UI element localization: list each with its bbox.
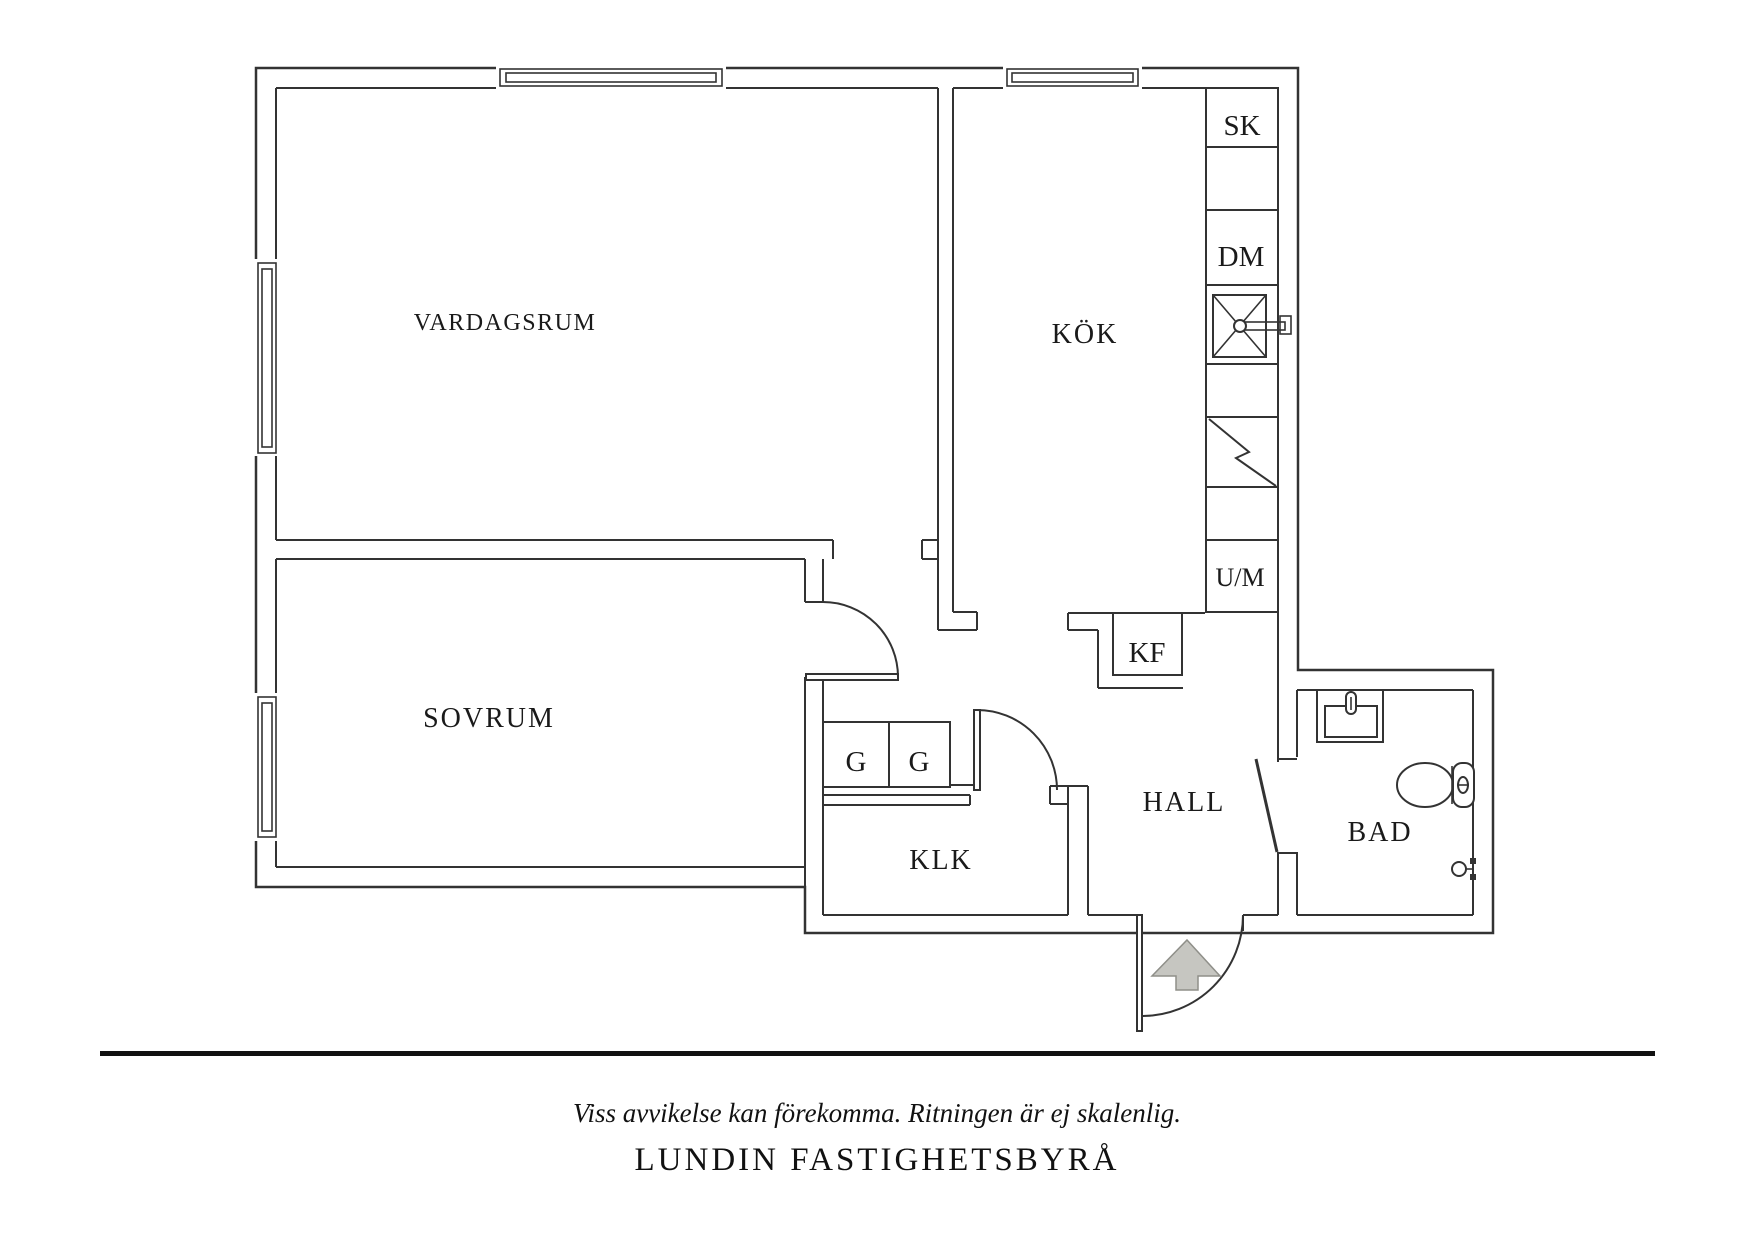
klk-door-leaf — [973, 709, 981, 791]
footer-disclaimer-text: Viss avvikelse kan förekomma. Ritningen … — [573, 1098, 1181, 1128]
bad-door-leaf — [1254, 758, 1279, 853]
room-label-sovrum: SOVRUM — [423, 703, 555, 734]
unit-label-g1: G — [846, 746, 867, 778]
fridge-freezer-box — [1112, 612, 1183, 676]
wardrobe-cabinets — [822, 721, 975, 788]
stove-icon — [1208, 418, 1277, 487]
room-labels: VARDAGSRUM KÖK SOVRUM KLK HALL BAD — [414, 310, 1412, 876]
room-label-hall: HALL — [1143, 787, 1226, 818]
klk-door — [973, 709, 1058, 791]
window-vardagsrum-top — [496, 64, 726, 91]
sovrum-door — [805, 601, 899, 681]
sovrum-door-leaf — [805, 673, 899, 681]
entrance-door-arc — [1141, 914, 1244, 1017]
toilet-icon — [1396, 762, 1475, 808]
bad-door — [1254, 758, 1279, 853]
footer-brand-text: LUNDIN FASTIGHETSBYRÅ — [635, 1141, 1120, 1178]
unit-label-kf: KF — [1128, 637, 1165, 669]
room-label-vardagsrum: VARDAGSRUM — [414, 310, 597, 336]
window-vardagsrum-left — [251, 259, 280, 456]
unit-label-dm: DM — [1218, 241, 1265, 273]
klk-door-arc — [976, 709, 1058, 791]
sovrum-door-arc — [822, 601, 899, 678]
room-label-bad: BAD — [1347, 817, 1412, 848]
entrance-arrow-icon — [1150, 938, 1222, 991]
exterior-walls — [254, 66, 1495, 935]
footer: Viss avvikelse kan förekomma. Ritningen … — [100, 1051, 1655, 1178]
entrance-door-leaf — [1136, 914, 1143, 1032]
room-label-klk: KLK — [909, 845, 973, 876]
unit-label-sk: SK — [1223, 110, 1260, 142]
unit-labels: SK DM U/M KF G G — [846, 110, 1265, 778]
footer-divider — [100, 1051, 1655, 1056]
washbasin-icon — [1316, 689, 1384, 743]
sink-icon — [1212, 294, 1292, 358]
kitchen-unit-row — [1205, 87, 1292, 613]
window-kok-top — [1003, 64, 1142, 91]
unit-label-g2: G — [909, 746, 930, 778]
unit-label-um: U/M — [1215, 563, 1264, 592]
shower-mixer-icon — [1451, 858, 1476, 880]
room-label-kok: KÖK — [1052, 319, 1119, 350]
entrance-door — [1136, 914, 1244, 1032]
window-sovrum-left — [251, 693, 280, 841]
